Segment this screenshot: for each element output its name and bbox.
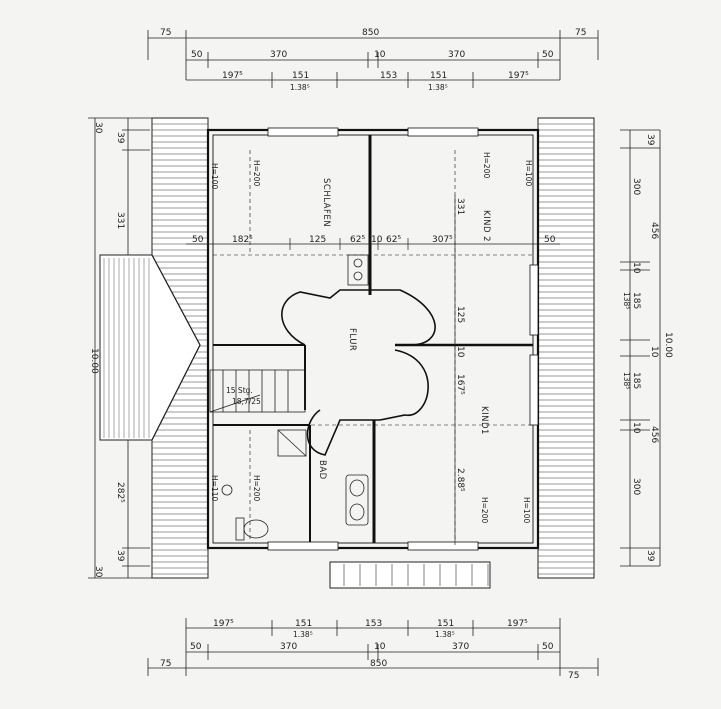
dim-left-seg-8: 39	[115, 550, 125, 562]
room-label-kind2: KIND 2	[481, 210, 491, 242]
dim-bottom-r1-2: 153	[365, 619, 382, 629]
dim-right-seg-7: 300	[631, 478, 641, 495]
dim-right-seg-4: 10	[649, 346, 659, 358]
dim-top-r3-sub-0: 1.38⁵	[290, 83, 310, 92]
inner-dim-4: 10	[371, 235, 383, 245]
dim-bottom-r2-4: 50	[542, 642, 554, 652]
dim-right-sub-0: 138⁵	[622, 292, 631, 309]
height-label-200-left: H=200	[252, 160, 261, 186]
stairs-count-label: 15 Stg.	[226, 386, 253, 395]
dim-right-seg-3: 185	[631, 292, 641, 309]
dim-right-seg-1: 300	[631, 178, 641, 195]
inner-dim-6: 307⁵	[432, 235, 453, 245]
double-basin-icon	[345, 474, 369, 526]
staircase	[209, 369, 306, 413]
dim-right-total: 10.00	[663, 332, 673, 358]
dim-bottom-overhang-right: 75	[568, 671, 579, 681]
stairs-ratio-label: 18,7/25	[232, 397, 261, 406]
dim-top-r3-2: 153	[380, 71, 397, 81]
dim-top-r3-sub-1: 1.38⁵	[428, 83, 448, 92]
dim-left-seg-2: 331	[115, 212, 125, 229]
dim-bottom-r1-0: 197⁵	[213, 619, 234, 629]
dim-bottom-r2-0: 50	[190, 642, 202, 652]
height-label-200-right: H=200	[482, 152, 491, 178]
dim-right-seg-6: 10	[631, 422, 641, 434]
dim-right-group-1: 456	[649, 426, 659, 443]
right-dimension-chains	[620, 129, 661, 567]
height-label-100-right: H=100	[524, 160, 533, 186]
room-label-flur: FLUR	[347, 328, 357, 351]
toilet-icon	[235, 517, 269, 541]
dim-top-total: 850	[362, 28, 379, 38]
dim-bottom-r1-sub-0: 1.38⁵	[293, 630, 313, 639]
dim-top-r2-2: 10	[374, 50, 386, 60]
dim-bottom-r1-3: 151	[437, 619, 454, 629]
height-label-200-bad: H=200	[252, 475, 261, 501]
dormer-left	[99, 254, 201, 441]
dim-bottom-r1-1: 151	[295, 619, 312, 629]
room-label-kind1: KIND1	[479, 406, 489, 435]
inner-dimension-row	[186, 195, 560, 545]
room-label-schlafen: SCHLAFEN	[321, 178, 331, 227]
dim-right-seg-0: 39	[645, 134, 655, 146]
dim-bottom-total: 850	[370, 659, 387, 669]
dim-right-sub-1: 138⁵	[622, 372, 631, 389]
dim-top-r2-4: 50	[542, 50, 554, 60]
bottom-dimension-chains	[147, 618, 599, 676]
dim-top-overhang-left: 75	[160, 28, 171, 38]
height-label-200-kind1: H=200	[480, 497, 489, 523]
dim-bottom-r2-1: 370	[280, 642, 297, 652]
inner-dim-vert-288: 2.88⁵	[455, 468, 465, 492]
inner-dim-5: 62⁵	[386, 235, 401, 245]
shower-icon	[221, 429, 307, 496]
inner-dim-vert-167: 167⁵	[455, 374, 465, 395]
height-label-100-left: H=100	[210, 163, 219, 189]
dim-bottom-r1-4: 197⁵	[507, 619, 528, 629]
dim-top-r2-1: 370	[270, 50, 287, 60]
dim-top-r3-3: 151	[430, 71, 447, 81]
dim-right-seg-2: 10	[631, 262, 641, 274]
inner-dim-1: 182⁵	[232, 235, 253, 245]
inner-dim-7: 50	[544, 235, 556, 245]
height-label-100-kind1: H=100	[522, 497, 531, 523]
dim-left-seg-1: 39	[115, 132, 125, 144]
inner-dim-vert-125: 125	[455, 306, 465, 323]
flur-curved-wall	[281, 289, 436, 456]
dim-top-r2-0: 50	[191, 50, 203, 60]
dim-top-r2-3: 370	[448, 50, 465, 60]
dormer-bottom	[329, 561, 491, 589]
dim-bottom-r2-3: 370	[452, 642, 469, 652]
dim-right-seg-5: 185	[631, 372, 641, 389]
height-label-110-bad: H=110	[210, 475, 219, 501]
dim-bottom-overhang-left: 75	[160, 659, 171, 669]
dim-left-seg-7: 282⁵	[115, 482, 125, 503]
sink-icon	[347, 254, 369, 286]
dim-bottom-r1-sub-1: 1.38⁵	[435, 630, 455, 639]
inner-dim-vert-331: 331	[455, 198, 465, 215]
dim-bottom-r2-2: 10	[374, 642, 386, 652]
dim-top-r3-4: 197⁵	[508, 71, 529, 81]
dim-left-seg-0: 30	[93, 122, 103, 134]
top-dimension-chains	[147, 30, 599, 88]
dim-top-r3-0: 197⁵	[222, 71, 243, 81]
inner-dim-vert-10: 10	[455, 346, 465, 358]
roof-panel-right	[537, 117, 595, 579]
dim-top-overhang-right: 75	[575, 28, 586, 38]
inner-dim-3: 62⁵	[350, 235, 365, 245]
dim-right-seg-8: 39	[645, 550, 655, 562]
inner-dim-2: 125	[309, 235, 326, 245]
inner-dim-0: 50	[192, 235, 204, 245]
room-label-bad: BAD	[317, 460, 327, 480]
dim-left-seg-9: 30	[93, 566, 103, 578]
dim-top-r3-1: 151	[292, 71, 309, 81]
dim-left-total: 10.00	[89, 348, 99, 374]
dim-right-group-0: 456	[649, 222, 659, 239]
